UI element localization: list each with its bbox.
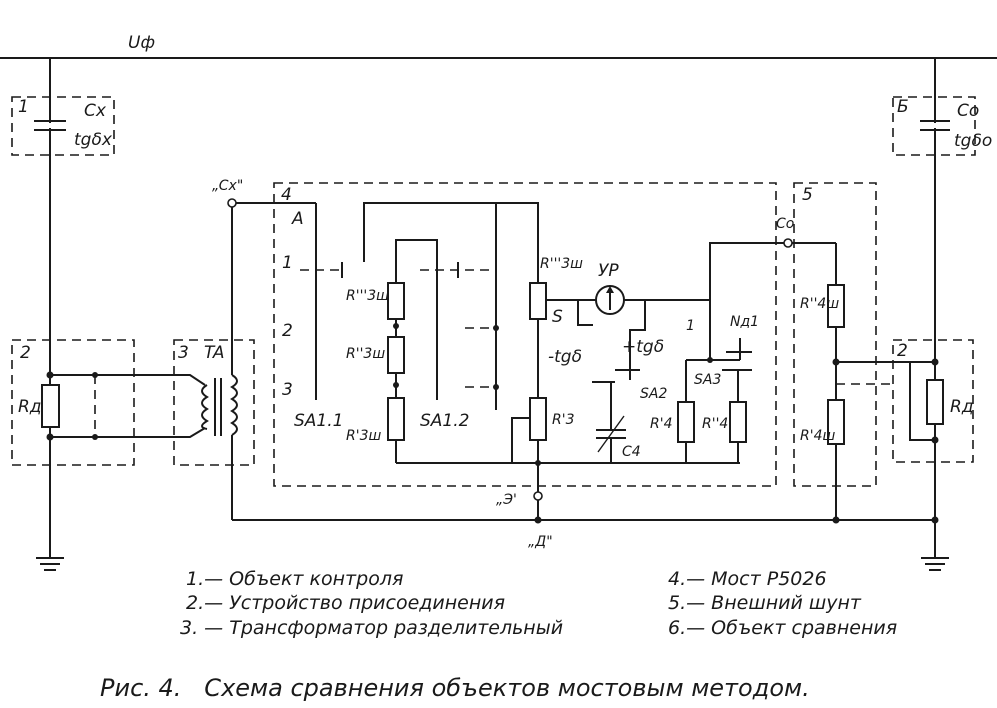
block-3-frame [173,339,255,466]
r4w1-label: R'4ш [800,428,835,444]
cx-label: Cx [84,101,107,121]
r3-label: R'3 [552,412,574,428]
figure-caption: Рис. 4. Схема сравнения объектов мостовы… [100,674,810,702]
up-tap-right [629,300,646,380]
rg-bypass [909,361,935,441]
ta-label: TA [204,343,224,363]
block-2r-label: 2 [897,341,908,361]
co-gap [926,123,944,128]
r3w3-label: R'''3ш [346,288,389,304]
co-label: Co [957,101,979,121]
r3w2-resistor [387,336,405,374]
block-2-label: 2 [20,343,31,363]
s-label: S [552,307,563,327]
legend-item-4: 4.— Мост Р5026 [668,568,827,590]
r4-resistor [677,401,695,443]
block-6-frame [892,96,976,156]
r4b-resistor [729,401,747,443]
up-tap-left [577,300,593,326]
rd-node-top [46,371,54,379]
r3-slider-wire [511,417,530,463]
sa11-label: SA1.1 [294,411,343,431]
cx-gap [40,123,60,128]
block-5-label: 5 [802,185,813,205]
sa12-node-2 [493,384,499,390]
up-label: УР [598,261,619,281]
pos3-label: 3 [282,380,293,400]
legend-item-2: 2.— Устройство присоединения [186,592,505,614]
r3w1-label: R'3ш [346,428,381,444]
r4w1-resistor [827,399,845,445]
up-needle-head [606,286,614,293]
sa12-node-1 [493,325,499,331]
sa2-label: SA2 [640,386,667,402]
legend-item-5: 5.— Внешний шунт [668,592,862,614]
c4-label: C4 [622,444,641,460]
plus-tg-label: +tgδ [622,337,664,357]
bridge-bottom-node [535,460,541,466]
r3w3-top-label: R'''3ш [540,256,583,272]
shunt-bottom-node [832,516,840,524]
top-bus-wire [363,202,539,283]
c4-variable-arrow [597,415,625,453]
r4-label: R'4 [650,416,672,432]
co-to-r4-wire [709,242,786,360]
r3-resistor [529,397,547,441]
block-1-frame [11,96,115,156]
rd-node-bottom [46,433,54,441]
pos2-label: 2 [282,321,293,341]
r3w-node-2 [393,382,399,388]
block-3-label: 3 [178,343,189,363]
r3w2-label: R''3ш [346,346,385,362]
rg-label: Rд [950,397,974,417]
tg-x-label: tgδx [74,130,113,150]
r3w-node-1 [393,323,399,329]
rg-resistor [926,379,944,425]
block-2r-frame [892,339,974,463]
r3w3-top-resistor [529,282,547,320]
np-label: Nд1 [730,314,759,330]
block-4-label: 4 [281,185,292,205]
sw1-label: 1 [686,318,695,334]
a-label: A [291,209,304,229]
pos1-label: 1 [282,253,293,273]
block-4-frame [273,182,777,487]
d-tap-label: „Д" [528,534,553,550]
rd-resistor [41,384,60,428]
d-node [534,516,542,524]
sa12-label: SA1.2 [420,411,469,431]
legend-item-1: 1.— Объект контроля [186,568,403,590]
ta-primary-wire-bottom [95,427,206,438]
e-tap-label: „Э' [496,492,517,508]
legend-item-3: 3. — Трансформатор разделительный [180,617,563,639]
cx-tap-label: „Cx" [212,178,243,194]
sa3-label: SA3 [694,372,721,388]
block-1-label: 1 [18,97,29,117]
e-tap-terminal [533,491,543,501]
tg-o-label: tgδo [954,131,992,151]
rd-label: Rд [18,397,42,417]
right-bottom-node [931,516,939,524]
r4b-label: R''4 [702,416,728,432]
r4w2-resistor [827,284,845,328]
r3w3-resistor [387,282,405,320]
ta-secondary-coil [230,374,238,436]
block-6-label: Б [897,97,909,117]
block-2-frame [11,339,135,466]
co-tap-terminal [783,238,793,248]
r4w2-label: R''4ш [800,296,839,312]
cx-tap-terminal [227,198,237,208]
ta-primary-coil [201,384,209,430]
r3w1-resistor [387,397,405,441]
supply-label: Uф [128,33,155,53]
legend-item-6: 6.— Объект сравнения [668,617,897,639]
minus-tg-label: -tgδ [548,347,582,367]
co-tap-label: Co [776,216,794,232]
r4-top-node [707,357,713,363]
r3w-top-wire [395,239,438,400]
ta-primary-wire-top [95,374,206,386]
